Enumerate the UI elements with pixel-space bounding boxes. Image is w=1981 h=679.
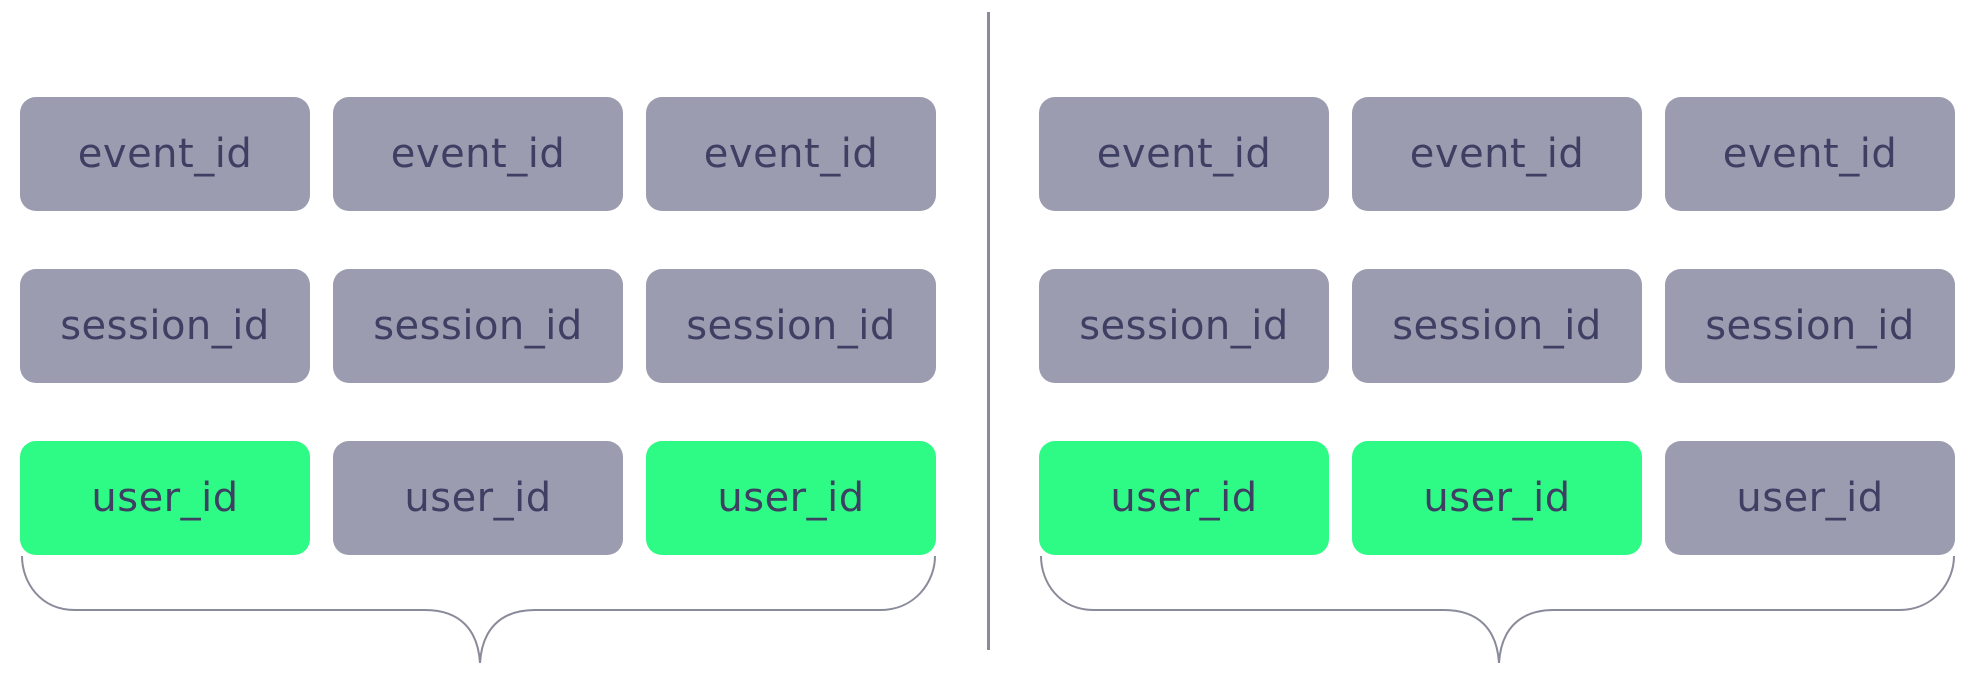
left-session-id-cell-1: session_id (20, 269, 310, 383)
right-event-id-cell-2: event_id (1352, 97, 1642, 211)
left-event-id-cell-3: event_id (646, 97, 936, 211)
right-user-id-cell-3: user_id (1665, 441, 1955, 555)
right-panel: event_id event_id event_id session_id se… (1039, 0, 1959, 679)
left-session-id-cell-2: session_id (333, 269, 623, 383)
right-user-id-cell-1: user_id (1039, 441, 1329, 555)
right-event-id-cell-3: event_id (1665, 97, 1955, 211)
left-session-id-cell-3: session_id (646, 269, 936, 383)
left-user-id-cell-1: user_id (20, 441, 310, 555)
right-user-id-cell-2: user_id (1352, 441, 1642, 555)
left-event-id-cell-2: event_id (333, 97, 623, 211)
left-panel: event_id event_id event_id session_id se… (20, 0, 940, 679)
left-user-id-cell-2: user_id (333, 441, 623, 555)
right-session-id-cell-1: session_id (1039, 269, 1329, 383)
right-session-id-cell-3: session_id (1665, 269, 1955, 383)
left-user-id-cell-3: user_id (646, 441, 936, 555)
panel-divider (987, 12, 990, 650)
left-grid: event_id event_id event_id session_id se… (20, 97, 936, 555)
left-event-id-cell-1: event_id (20, 97, 310, 211)
right-session-id-cell-2: session_id (1352, 269, 1642, 383)
right-grid: event_id event_id event_id session_id se… (1039, 97, 1955, 555)
right-event-id-cell-1: event_id (1039, 97, 1329, 211)
